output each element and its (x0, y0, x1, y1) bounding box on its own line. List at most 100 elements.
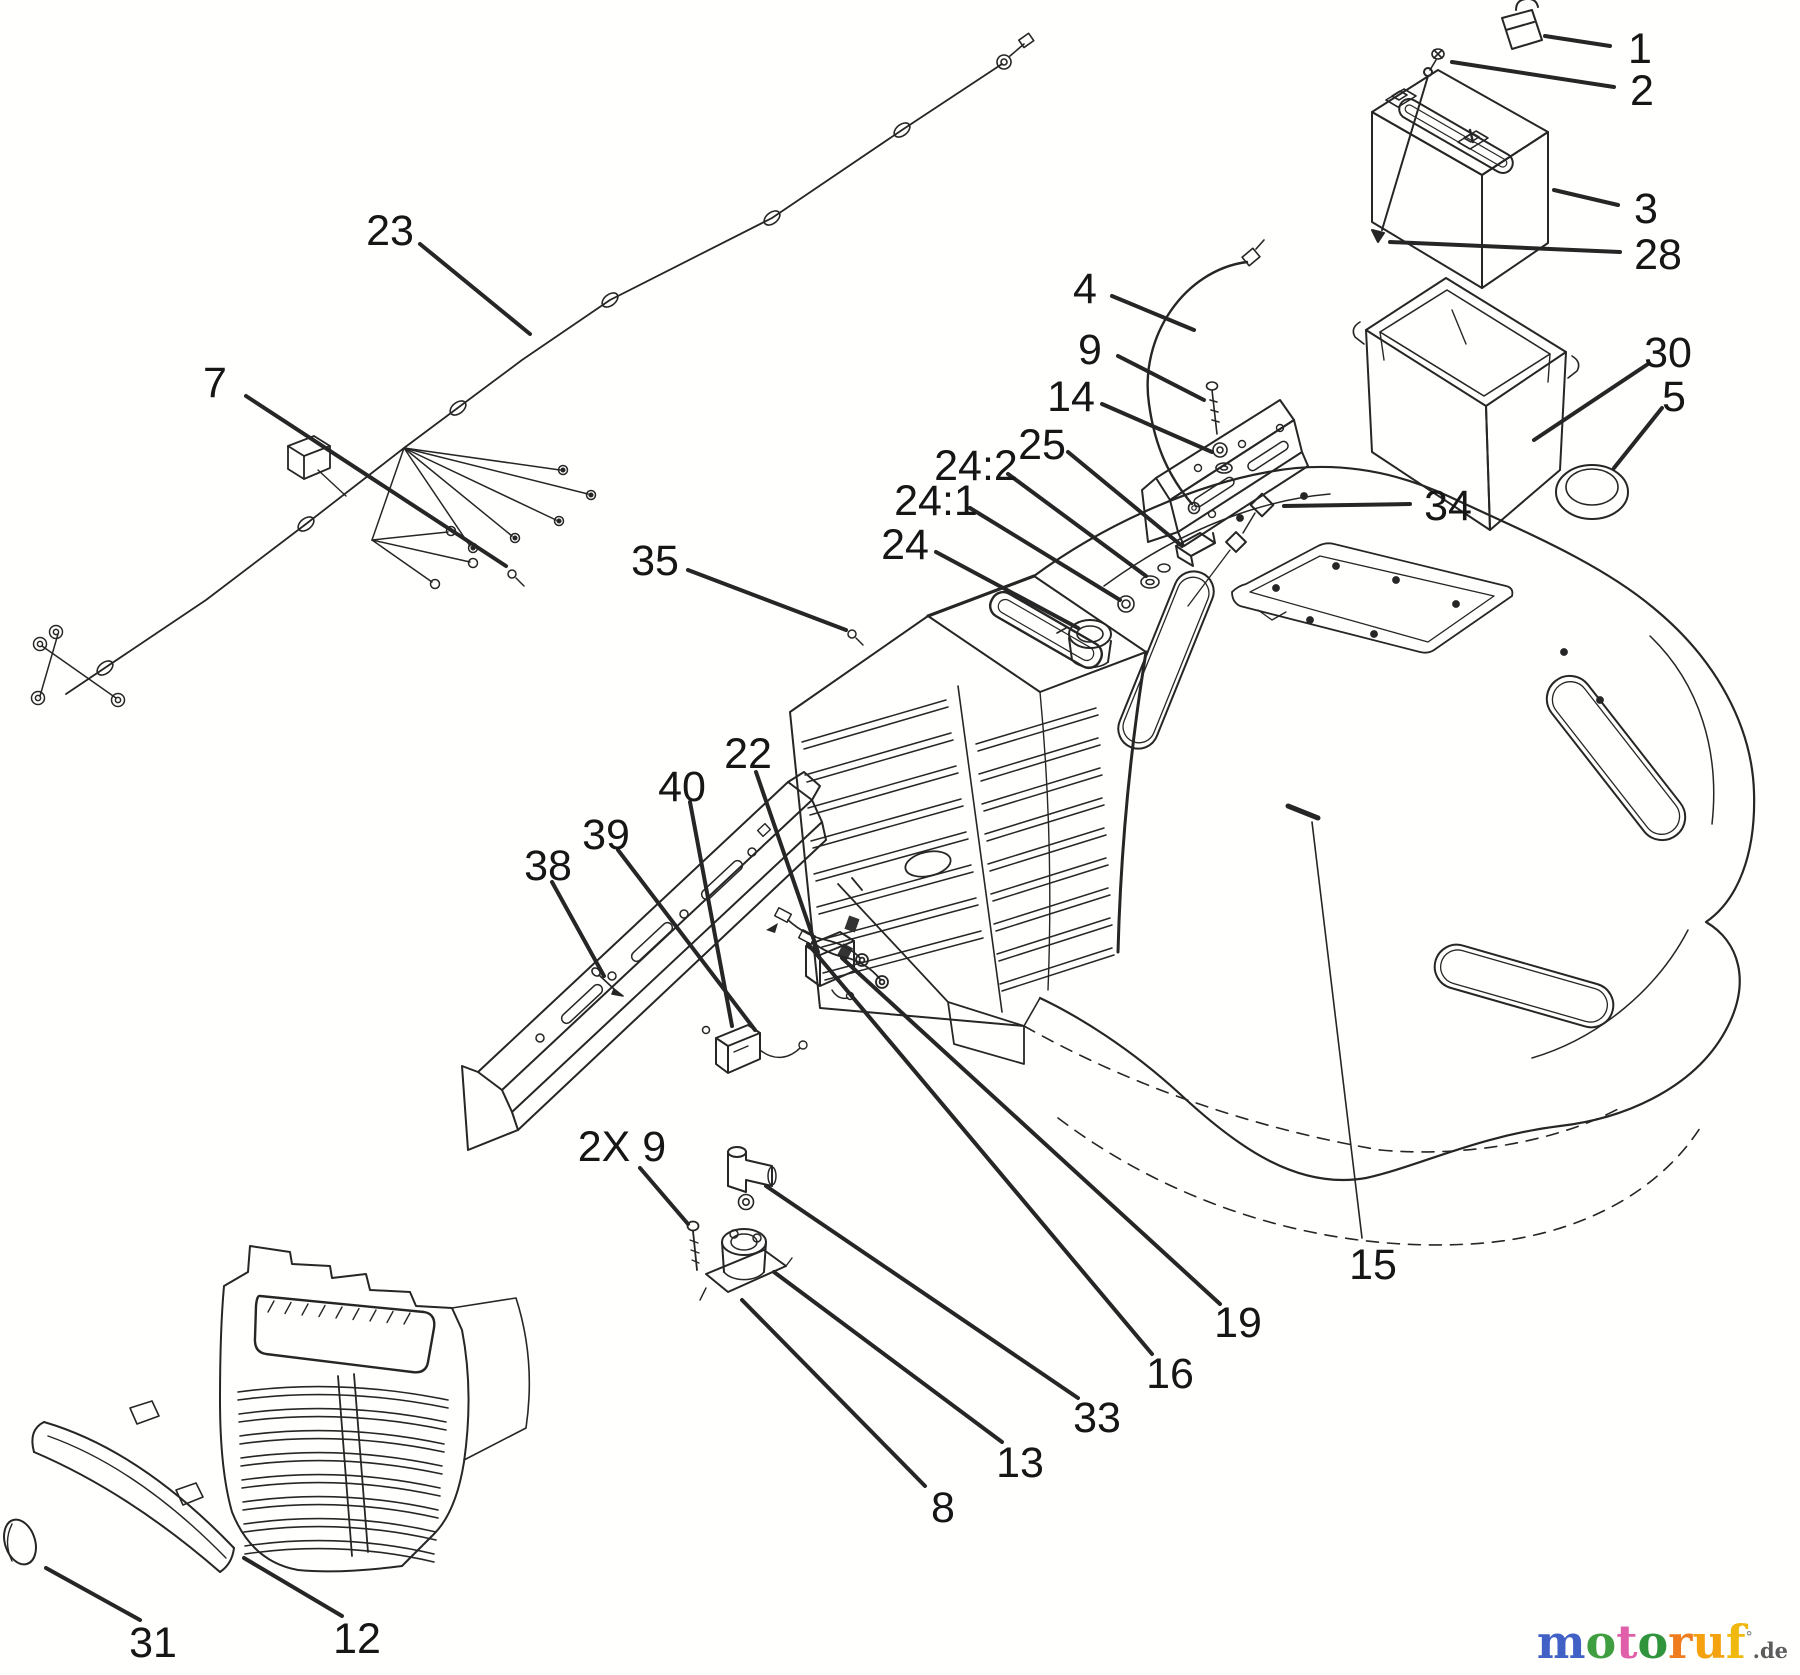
grille-louver (244, 1539, 435, 1555)
callout-label-31: 31 (129, 1619, 177, 1667)
callout-label-23: 23 (366, 207, 414, 255)
screw-35 (847, 629, 864, 646)
solenoid-bolt (686, 1220, 700, 1271)
louver-slat (352, 1307, 360, 1321)
grille-louver (241, 1481, 441, 1497)
harness-screw (507, 569, 525, 587)
seat-plate (1231, 492, 1604, 704)
grille-louver (242, 1503, 439, 1519)
leader-line-5 (1612, 406, 1664, 470)
ground-wires (766, 906, 889, 989)
leader-line-31 (44, 1566, 142, 1622)
louver-slat (989, 834, 1107, 872)
leader-line-38 (550, 880, 606, 978)
wiring-harness (30, 32, 1035, 708)
louver-slat (335, 1306, 343, 1319)
callout-label-2X9: 2X 9 (578, 1123, 666, 1171)
leader-line-28 (1388, 240, 1622, 254)
logo-letter: o (1585, 1615, 1617, 1669)
grille-upper-opening (253, 1294, 436, 1374)
louver-slat (986, 804, 1105, 842)
leader-line-9 (1116, 354, 1206, 402)
louver-slat (812, 805, 964, 849)
grille-louver (240, 1459, 443, 1475)
callout-label-3: 3 (1634, 185, 1658, 233)
louver-slat (990, 857, 1107, 895)
callout-label-38: 38 (524, 842, 572, 890)
callout-label-13: 13 (996, 1439, 1044, 1487)
battery-handle (1398, 98, 1514, 174)
logo-letter: u (1692, 1615, 1726, 1669)
frame-rail (461, 771, 827, 1151)
callout-label-1: 1 (1628, 25, 1652, 73)
louver-slat (980, 744, 1101, 782)
grille-louver (243, 1517, 437, 1533)
switch-spacer (1157, 563, 1171, 573)
louver-slat (403, 1312, 411, 1325)
louver-slat (803, 706, 949, 750)
motoruf-domain-suffix: .de (1752, 1638, 1788, 1663)
callout-label-5: 5 (1662, 373, 1686, 421)
key-cover (1501, 0, 1543, 50)
louver-slat (818, 871, 974, 915)
leader-line-24:2 (1006, 472, 1148, 578)
callout-label-22: 22 (724, 730, 772, 778)
louver-slat (996, 917, 1111, 955)
callout-label-7: 7 (203, 359, 227, 407)
louver-slat (995, 894, 1111, 932)
grille-outline (219, 1245, 470, 1573)
leader-line-13 (772, 1270, 1004, 1444)
battery-terminal (1385, 88, 1489, 150)
louver-slat (807, 765, 957, 809)
harness-branch-fan (403, 447, 597, 554)
grille-louver (239, 1437, 445, 1453)
leader-line-12 (242, 1556, 344, 1618)
grille-louver (238, 1407, 447, 1423)
switch-washer-24-2 (1140, 575, 1160, 589)
harness-backbone (65, 63, 1003, 695)
front-grille (219, 1245, 531, 1573)
louver-slat (987, 827, 1105, 865)
louver-slat (813, 831, 967, 875)
louver-slat (998, 924, 1113, 962)
solenoid-assembly (686, 1146, 793, 1301)
callout-label-40: 40 (658, 763, 706, 811)
logo-letter: r (1668, 1615, 1693, 1669)
louver-slat (819, 897, 977, 941)
battery (1371, 67, 1549, 289)
bumper-clip (129, 1400, 160, 1425)
ignition-switch-stack (1056, 532, 1216, 669)
console-louvers-right (975, 707, 1115, 992)
callout-label-4: 4 (1073, 265, 1097, 313)
louver-slat (318, 1304, 326, 1318)
bumper-end-cap (3, 1518, 37, 1566)
leader-line-15 (1311, 821, 1363, 1239)
callout-label-12: 12 (333, 1615, 381, 1663)
grille-louver (240, 1451, 443, 1467)
bracket-nut-washer-14 (1212, 442, 1233, 474)
louver-slat (301, 1303, 309, 1316)
grille-louver (241, 1473, 441, 1489)
bumper-clip (175, 1482, 204, 1506)
leader-line-4 (1110, 294, 1196, 332)
leader-line-8 (740, 1298, 927, 1488)
harness-grommets (96, 122, 911, 676)
louver-slat (809, 772, 959, 816)
floor-details (836, 850, 1025, 1065)
harness-end-connector (996, 32, 1035, 70)
callout-label-24:1: 24:1 (894, 477, 978, 525)
louver-slat (369, 1309, 377, 1322)
harness-relay-cube (287, 435, 347, 497)
grille-louver (244, 1547, 435, 1563)
callout-label-24: 24 (881, 521, 929, 569)
leader-line-24:1 (968, 506, 1122, 602)
grille-divider (337, 1373, 369, 1557)
leader-line-1 (1543, 34, 1612, 48)
louver-slat (984, 797, 1103, 835)
louver-slat (804, 732, 952, 776)
callout-label-2: 2 (1630, 67, 1654, 115)
motoruf-watermark: motoruf°.de (1537, 1619, 1788, 1665)
callout-label-28: 28 (1634, 231, 1682, 279)
leader-line-23 (418, 242, 532, 336)
